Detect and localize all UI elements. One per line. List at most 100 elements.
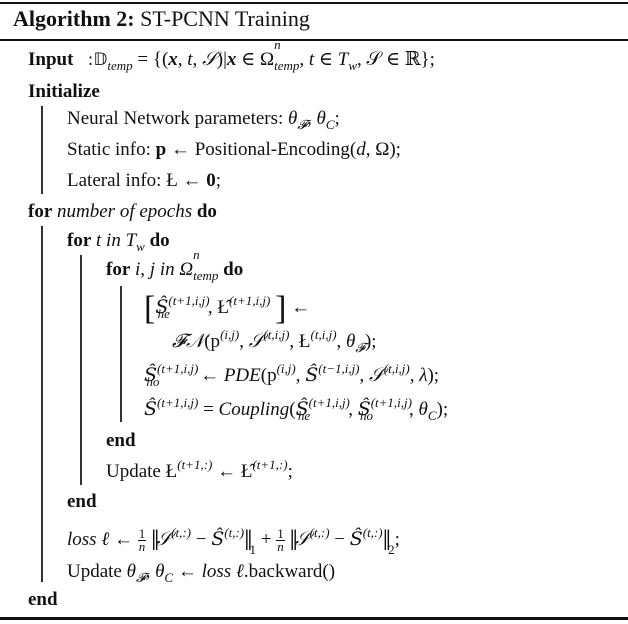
expr-part: , 𝒮 ∈ ℝ}; — [356, 49, 435, 70]
algorithm-caption: Algorithm 2: ST-PCNN Training — [13, 6, 310, 32]
bottom-rule — [0, 617, 628, 620]
step-pde: Ŝ(t+1,i,j)ho ← PDE(p(i,j), Ŝ(t−1,i,j), 𝒮… — [144, 361, 440, 389]
expr-part: (t,:) — [171, 525, 191, 540]
expr-part: (t+1,i,j) — [229, 293, 271, 308]
expr-part: Ł̂ — [217, 297, 230, 318]
initialize-keyword: Initialize — [28, 81, 100, 102]
expr-part: 1 — [249, 542, 257, 557]
for-keyword: for — [28, 201, 53, 222]
expr-part: (t+1,i,j) — [370, 395, 412, 410]
expr-part: n — [138, 539, 146, 555]
initialize-block-bar — [41, 106, 43, 194]
init-lateral-line: Lateral info: Ł ← 0; — [67, 170, 222, 191]
expr-part: (t,i,j) — [383, 361, 410, 376]
expr-part: (t,:) — [224, 525, 245, 540]
coupling-symbol: Coupling — [218, 399, 290, 420]
dataset-subscript: temp — [107, 58, 133, 73]
do-keyword: do — [196, 201, 217, 222]
expr-part: 𝓕 — [297, 118, 307, 133]
caption-title: ST-PCNN Training — [140, 6, 310, 31]
expr-part: ho — [360, 408, 373, 423]
expr-part: λ — [419, 365, 428, 386]
loop-condition: number of epochs — [57, 201, 193, 222]
line-text: Update — [67, 561, 127, 582]
expr-part: 1 — [137, 526, 147, 542]
init-static-line: Static info: p ← Positional-Encoding(d, … — [67, 139, 401, 160]
line-text: Update — [106, 461, 166, 482]
loop-condition: t in T — [96, 230, 137, 251]
expr-part: x — [168, 49, 178, 70]
theta-symbol: θ — [316, 108, 326, 129]
for-keyword: for — [106, 259, 131, 280]
expr-part: (t,i,j) — [310, 327, 337, 342]
pde-symbol: PDE — [223, 365, 261, 386]
expr-part: (i,j) — [220, 327, 240, 342]
for-keyword: for — [67, 230, 92, 251]
dataset-symbol: :𝔻 — [87, 50, 108, 70]
do-keyword: do — [223, 259, 244, 280]
expr-part: (t+1,i,j) — [308, 395, 350, 410]
line-text: Neural Network parameters: — [67, 108, 289, 129]
loop-condition: i, j in Ω — [135, 259, 194, 280]
ij-block-bar — [120, 286, 122, 422]
update-theta-line: Update θ𝓕, θC ← loss ℓ.backward() — [67, 561, 336, 586]
expr-part: C — [325, 117, 335, 132]
init-nn-line: Neural Network parameters: θ𝓕, θC; — [67, 108, 340, 133]
t-block-bar — [80, 255, 82, 485]
expr-part: temp — [193, 268, 219, 283]
expr-part: (t,:) — [362, 525, 383, 540]
expr-part: (t+1,i,j) — [157, 395, 199, 410]
expr-part: ; — [334, 108, 340, 129]
expr-part: 𝒮 — [202, 48, 217, 70]
expr-part: w — [136, 239, 145, 254]
caption-rule — [0, 39, 628, 41]
end-epochs-keyword: end — [28, 589, 58, 610]
end-t-keyword: end — [67, 491, 97, 512]
expr-part: n — [277, 539, 284, 555]
expr-part: Ł̂ — [240, 461, 253, 482]
expr-part: he — [157, 306, 170, 321]
expr-part: .backward() — [243, 561, 336, 582]
line-text: Lateral info: — [67, 170, 167, 191]
fn-symbol: 𝓕𝒩 — [172, 330, 205, 352]
expr-part: ∈ Ω — [236, 49, 275, 70]
update-lateral-line: Update Ł(t+1,:) ← Ł̂(t+1,:); — [106, 457, 293, 482]
expr-part: 2 — [388, 542, 395, 557]
expr-part: (t+1,:) — [252, 457, 288, 472]
loss-symbol: loss ℓ — [201, 561, 244, 582]
end-ij-keyword: end — [106, 430, 136, 451]
for-epochs-line: for number of epochs do — [28, 201, 217, 223]
theta-symbol: θ — [288, 108, 298, 129]
step-fn-lhs: [Ŝ(t+1,i,j)he, Ł̂(t+1,i,j) ] ← — [144, 290, 311, 327]
expr-part: ho — [146, 374, 160, 389]
step-coupling: Ŝ(t+1,i,j) = Coupling(Ŝ(t+1,i,j)he, Ŝ(t+… — [144, 395, 449, 423]
expr-part: he — [297, 408, 311, 423]
for-t-line: for t in Tw do — [67, 230, 170, 254]
expr-part: temp — [274, 58, 300, 73]
expr-part: (i,j) — [276, 361, 296, 376]
expr-part: , t, — [177, 49, 203, 70]
expr-part: x — [226, 49, 237, 70]
expr-part: )| — [216, 49, 227, 70]
caption-label: Algorithm 2: — [13, 6, 135, 31]
expr-part: (t,:) — [309, 525, 330, 540]
expr-part: (t+1,:) — [177, 457, 213, 472]
expr-part: (t−1,i,j) — [318, 361, 360, 376]
expr-part: (t,i,j) — [263, 327, 290, 342]
loss-symbol: loss ℓ — [67, 529, 110, 550]
epochs-block-bar — [41, 226, 43, 582]
expr-part: (t+1,i,j) — [168, 293, 210, 308]
step-fn-rhs: 𝓕𝒩(p(i,j), 𝒮(t,i,j), Ł(t,i,j), θ𝓕); — [172, 327, 377, 356]
expr-part: (t+1,i,j) — [157, 361, 199, 376]
expr-part: 1 — [276, 526, 285, 542]
expr-part: − — [329, 529, 350, 550]
expr-part: − — [191, 529, 212, 550]
expr-part: , t ∈ T — [299, 49, 349, 70]
expr-part: = {( — [132, 49, 169, 70]
